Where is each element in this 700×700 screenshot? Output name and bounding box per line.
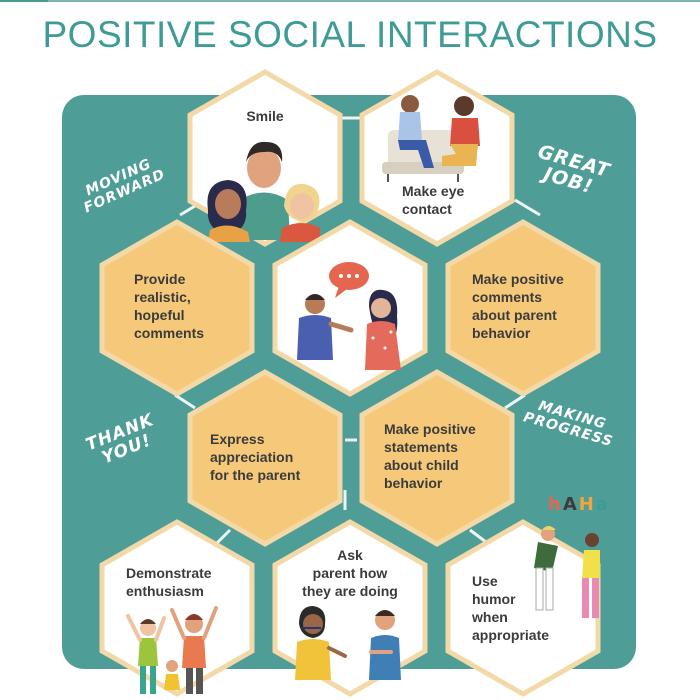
sitting-people-illustration-icon: [382, 95, 480, 182]
hex-enthusiasm-label: Demonstrate enthusiasm: [126, 565, 212, 599]
laughing-people-illustration-icon: [534, 526, 600, 618]
hex-smile-label: Smile: [246, 108, 284, 124]
hex-enthusiasm: Demonstrate enthusiasm: [99, 519, 255, 697]
hex-eye-contact: Make eye contact: [359, 69, 515, 247]
conversation-illustration-icon: [297, 262, 401, 370]
haha-text: hAHa: [548, 494, 610, 515]
hex-appreciation-label: Express appreciation for the parent: [210, 431, 301, 483]
hex-parent-behavior-label: Make positive comments about parent beha…: [472, 271, 564, 341]
hex-parent-behavior: Make positive comments about parent beha…: [445, 219, 601, 397]
hex-smile: Smile: [187, 69, 343, 247]
hex-humor-label: Use humor when appropriate: [472, 573, 550, 643]
hex-realistic-label: Provide realistic, hopeful comments: [134, 271, 205, 341]
hex-humor: Use humor when appropriate: [445, 519, 601, 697]
hex-center-conversation: [272, 219, 428, 397]
top-rule: [0, 0, 700, 2]
hex-how-doing: Ask parent how they are doing: [272, 519, 428, 697]
haha-lettering: hAHa: [548, 494, 610, 515]
hex-how-doing-label: Ask parent how they are doing: [302, 547, 398, 599]
hex-child-behavior: Make positive statements about child beh…: [359, 369, 515, 547]
cheering-people-illustration-icon: [126, 606, 218, 694]
page-title: POSITIVE SOCIAL INTERACTIONS: [42, 14, 658, 55]
talking-people-illustration-icon: [295, 606, 401, 680]
hex-realistic: Provide realistic, hopeful comments: [99, 219, 255, 397]
family-illustration-icon: [207, 141, 320, 242]
hex-appreciation: Express appreciation for the parent: [187, 369, 343, 547]
hex-child-behavior-label: Make positive statements about child beh…: [384, 421, 476, 491]
hex-eye-contact-label: Make eye contact: [402, 183, 465, 217]
top-rule-accent: [0, 0, 48, 2]
